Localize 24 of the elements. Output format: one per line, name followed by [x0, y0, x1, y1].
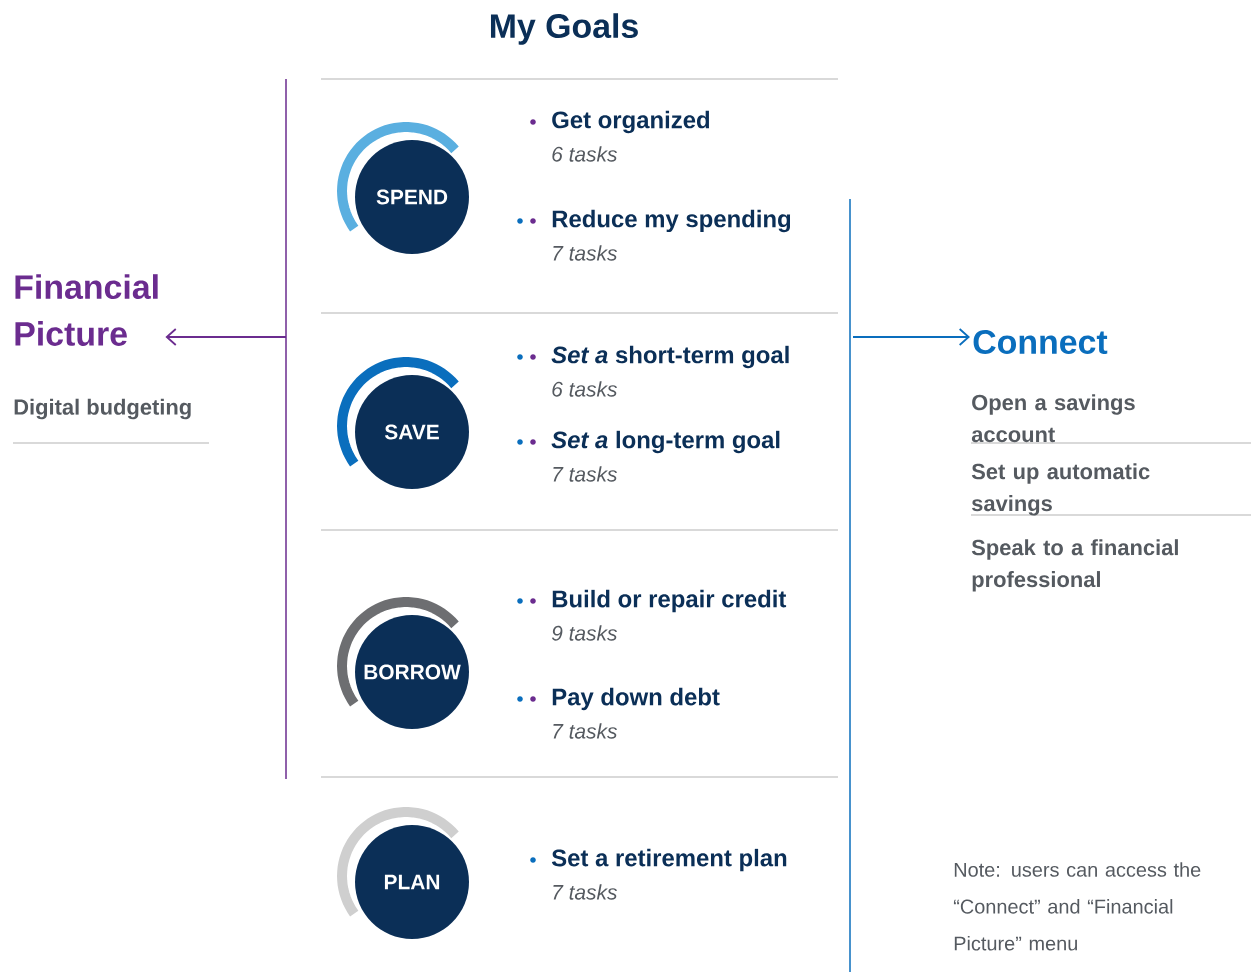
goal-title: Reduce my spending	[552, 209, 791, 233]
task-count: 7 tasks	[553, 466, 618, 482]
goal-title: Set a retirement plan	[551, 848, 787, 872]
menu-item: Speak to a financial professional	[971, 539, 1178, 592]
goal-title: Set a short-term goal	[551, 345, 789, 369]
goal-title: Set a long-term goal	[551, 430, 780, 454]
arrow	[165, 328, 287, 346]
task-count: 6 tasks	[552, 381, 618, 397]
task-count: 7 tasks	[553, 245, 618, 261]
goal-title: Pay down debt	[552, 687, 720, 711]
goal-title: Get organized	[552, 110, 710, 134]
arrow	[852, 328, 970, 346]
diagram-title: My Goals	[490, 13, 638, 45]
menu-item: Open a savings account	[971, 394, 1135, 443]
task-count: 6 tasks	[552, 146, 618, 162]
note-text: Note: users can access the “Connect” and “Financial Picture” menu	[953, 862, 1201, 951]
task-count: 9 tasks	[551, 625, 618, 641]
task-count: 7 tasks	[553, 884, 618, 900]
menu-item: Set up automatic savings	[971, 463, 1150, 516]
task-count: 7 tasks	[553, 723, 618, 739]
menu-item: Digital budgeting	[14, 398, 191, 420]
section-heading: Financial Picture	[15, 274, 158, 346]
section-heading: Connect	[973, 330, 1108, 354]
goal-title: Build or repair credit	[552, 589, 787, 613]
